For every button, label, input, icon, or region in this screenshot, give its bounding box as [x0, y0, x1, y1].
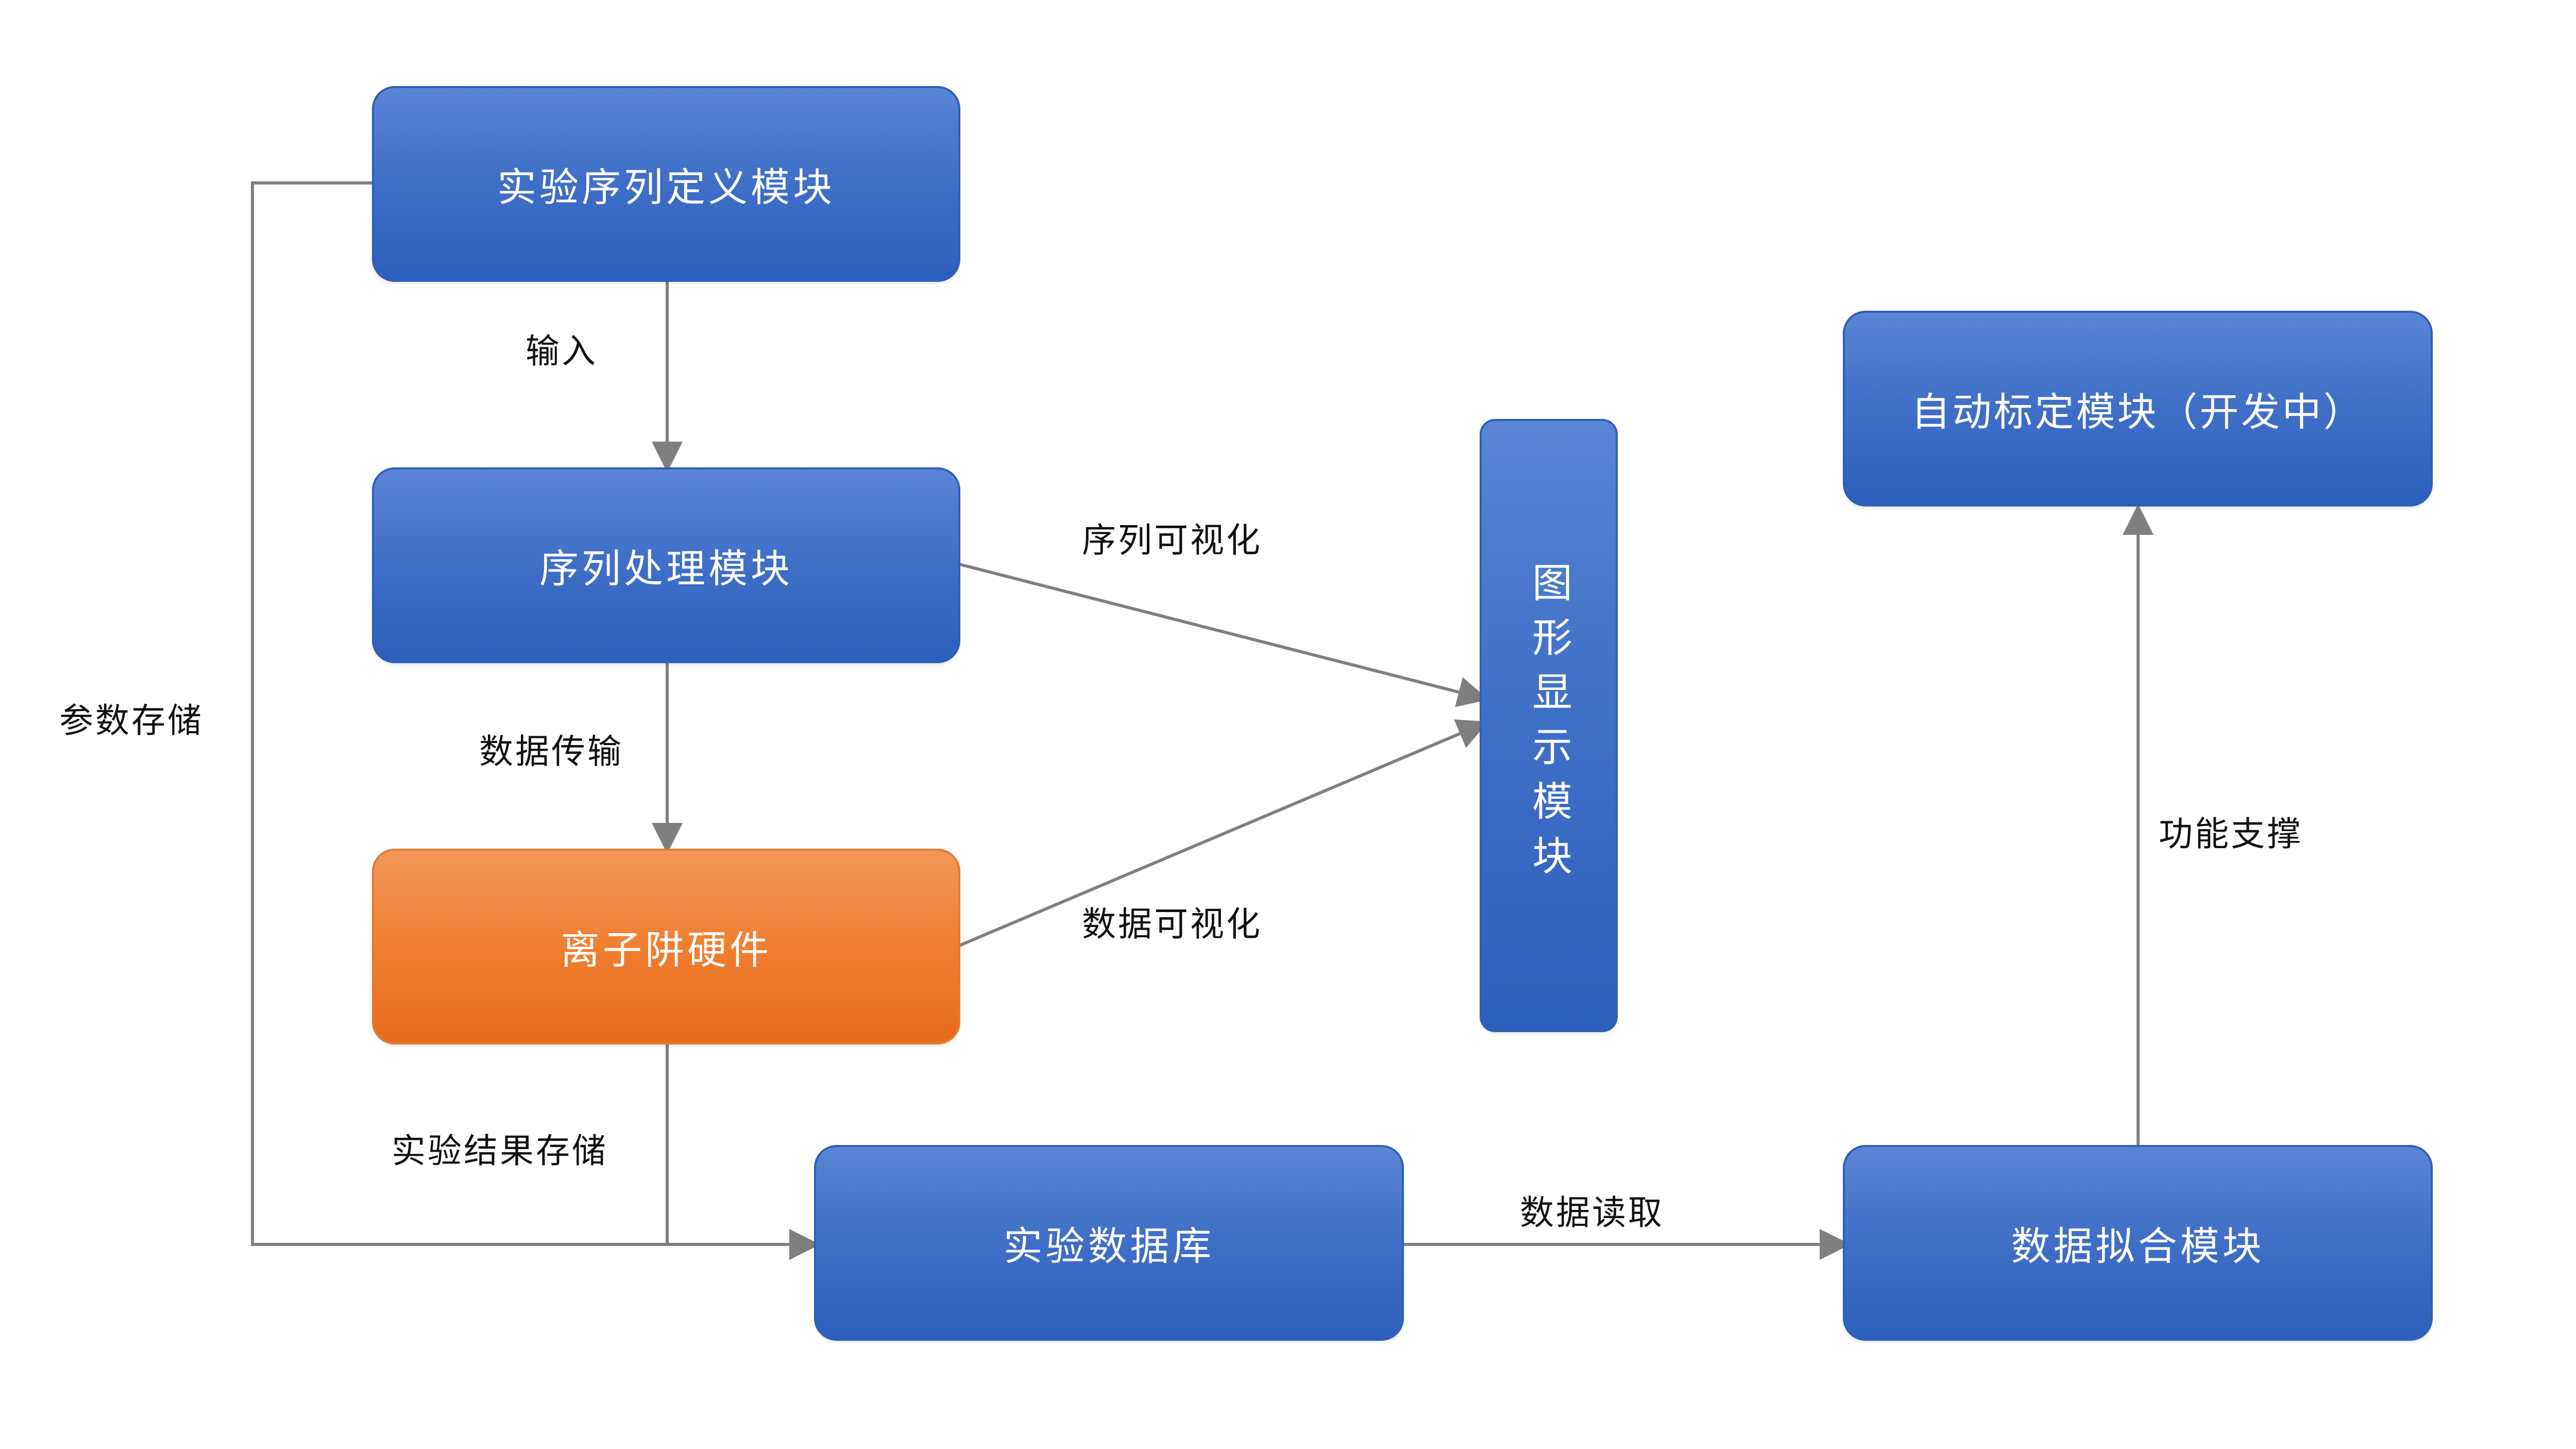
edge-param-store: [251, 181, 820, 1260]
node-fitting: 数据拟合模块: [1843, 1145, 2433, 1341]
label-data-read: 数据读取: [1520, 1193, 1664, 1233]
label-data-transfer: 数据传输: [479, 732, 623, 771]
edge-seq-visual: [959, 563, 1489, 707]
label-param-store: 参数存储: [59, 701, 204, 740]
node-seq-def: 实验序列定义模块: [372, 86, 960, 282]
label-seq-visual: 序列可视化: [1082, 520, 1262, 560]
node-seq-proc: 序列处理模块: [372, 467, 960, 663]
node-graphics: 图形显示模块: [1480, 419, 1618, 1032]
node-auto-calib: 自动标定模块（开发中）: [1843, 311, 2433, 507]
label-data-visual: 数据可视化: [1082, 904, 1262, 944]
edge-data-visual: [958, 719, 1489, 947]
label-input: 输入: [526, 331, 598, 371]
label-func-support: 功能支撑: [2159, 814, 2303, 854]
node-database: 实验数据库: [814, 1145, 1404, 1341]
label-result-store: 实验结果存储: [392, 1131, 608, 1171]
node-ion-trap: 离子阱硬件: [372, 849, 960, 1044]
